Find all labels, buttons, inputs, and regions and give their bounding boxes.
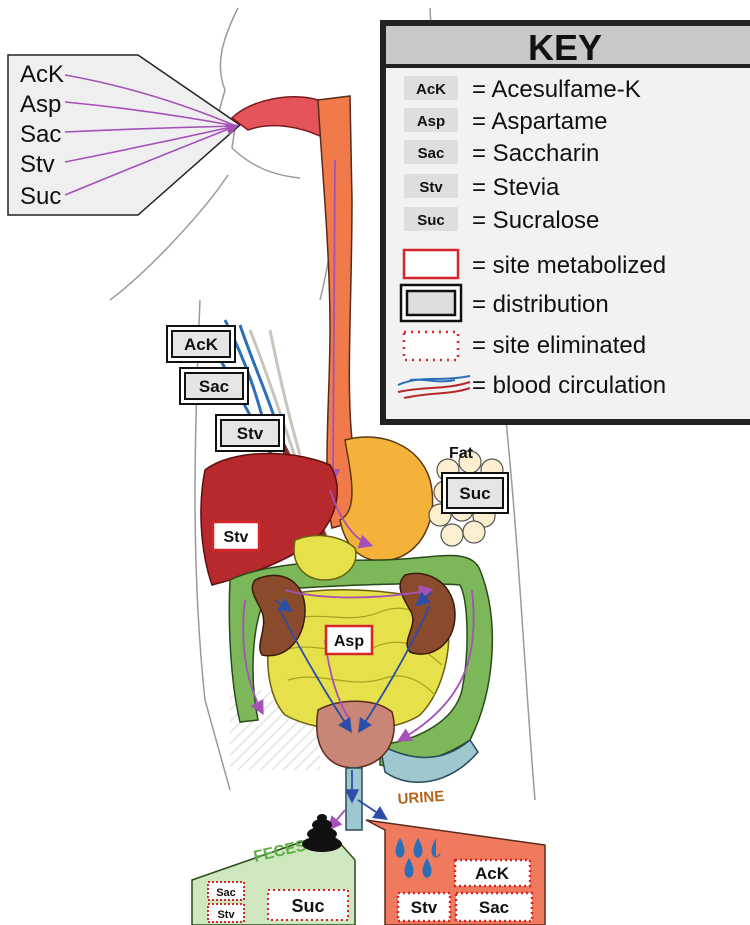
urethra: [346, 768, 362, 830]
urine-title: URINE: [397, 788, 445, 808]
intake-labels: AcK Asp Sac Stv Suc: [20, 61, 64, 210]
urine-label-sac: Sac: [479, 898, 509, 917]
metabolized-box-liver: Stv: [213, 522, 259, 550]
urine-label-ack: AcK: [475, 864, 510, 883]
legend-title: KEY: [528, 27, 602, 68]
distribution-box-suc: Suc: [442, 473, 508, 513]
intake-label-stv: Stv: [20, 151, 55, 178]
metabolized-label-intestine: Asp: [334, 633, 364, 650]
legend-abbr-stv: Stv: [419, 179, 443, 196]
legend-text-stv: = Stevia: [472, 174, 560, 201]
legend-text-eliminated: = site eliminated: [472, 332, 646, 359]
distribution-label-ack: AcK: [184, 335, 219, 354]
legend-text-sac: = Saccharin: [472, 140, 599, 167]
legend-abbr-sac: Sac: [418, 145, 445, 162]
intake-label-suc: Suc: [20, 183, 61, 210]
metabolized-box-intestine: Asp: [326, 626, 372, 654]
urine-label-stv: Stv: [411, 898, 438, 917]
legend-symbol-metabolized: [404, 250, 458, 278]
distribution-box-ack: AcK: [167, 326, 235, 362]
legend-text-blood: = blood circulation: [472, 372, 666, 399]
distribution-box-stv: Stv: [216, 415, 284, 451]
feces-label-sac: Sac: [216, 887, 236, 899]
legend-text-metabolized: = site metabolized: [472, 252, 666, 279]
legend-text-ack: = Acesulfame-K: [472, 76, 641, 103]
feces-panel: FECES Sac Stv Suc: [192, 814, 355, 925]
legend-text-asp: = Aspartame: [472, 108, 607, 135]
legend-abbr-asp: Asp: [417, 113, 445, 130]
legend-abbr-ack: AcK: [416, 81, 446, 98]
feces-label-suc: Suc: [291, 896, 324, 916]
distribution-label-sac: Sac: [199, 377, 229, 396]
feces-label-stv: Stv: [217, 909, 235, 921]
fat-label: Fat: [449, 445, 474, 462]
urine-panel: URINE AcK Stv Sac: [366, 788, 545, 925]
intake-label-ack: AcK: [20, 61, 64, 88]
mouth: [232, 97, 330, 140]
distribution-label-stv: Stv: [237, 424, 264, 443]
legend-abbr-suc: Suc: [417, 212, 445, 229]
legend-key: KEY AcK = Acesulfame-K Asp = Aspartame S…: [380, 20, 750, 425]
intake-label-sac: Sac: [20, 121, 61, 148]
stomach: [340, 437, 433, 561]
distribution-label-suc: Suc: [459, 484, 490, 503]
metabolized-label-liver: Stv: [224, 529, 249, 546]
legend-text-suc: = Sucralose: [472, 207, 599, 234]
intake-label-asp: Asp: [20, 91, 61, 118]
legend-text-distribution: = distribution: [472, 291, 609, 318]
distribution-box-sac: Sac: [180, 368, 248, 404]
legend-symbol-eliminated: [404, 332, 458, 360]
